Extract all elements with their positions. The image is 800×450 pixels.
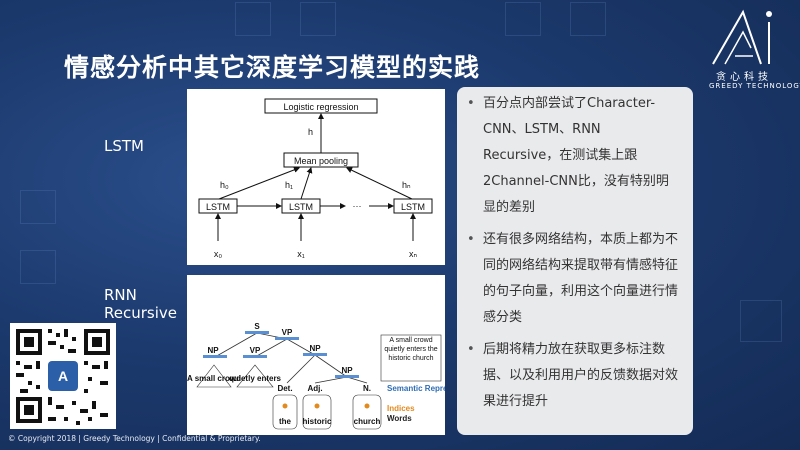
decor-square — [20, 190, 56, 224]
rnn-recursive-diagram: S VP NP VP NP NP A small crowd quietly e… — [187, 275, 445, 435]
leaf-box-church — [352, 394, 382, 430]
pos-adj: Adj. — [307, 384, 322, 393]
x1-label: x₁ — [297, 249, 305, 259]
node-vp-top: VP — [282, 328, 293, 337]
rnn-label-line2: Recursive — [104, 304, 177, 322]
leaf-word-historic: historic — [303, 417, 332, 426]
caption-text: A small crowd quietly enters the histori… — [384, 337, 438, 362]
lstm-diagram: Logistic regression h Mean pooling h₀ h₁… — [187, 89, 445, 265]
node-np-mid: NP — [309, 344, 321, 353]
leaf-box-historic — [302, 394, 332, 430]
lstm-cell-0-text: LSTM — [206, 202, 230, 212]
pos-det: Det. — [277, 384, 292, 393]
greedy-logo-icon — [712, 9, 772, 65]
svg-text:A: A — [58, 368, 68, 384]
leaf-word-the: the — [279, 417, 292, 426]
qr-code: A — [10, 323, 116, 429]
node-np-low: NP — [341, 366, 353, 375]
pos-n: N. — [363, 384, 371, 393]
h0-label: h₀ — [220, 180, 229, 190]
mean-pooling-text: Mean pooling — [294, 156, 348, 166]
node-np-left: NP — [207, 346, 219, 355]
legend-semantic: Semantic Representations — [387, 384, 445, 393]
caption-box — [380, 334, 442, 382]
decor-square — [740, 300, 782, 342]
xn-label: xₙ — [409, 249, 418, 259]
lstm-label: LSTM — [104, 137, 144, 155]
ellipsis-text: ··· — [353, 201, 362, 211]
bullet-item-3: 后期将精力放在获取更多标注数据、以及利用用户的反馈数据对效果进行提升 — [467, 337, 681, 415]
decor-square — [20, 250, 56, 284]
legend-indices: Indices — [387, 404, 415, 413]
rnn-label-line1: RNN — [104, 286, 137, 304]
node-vp: VP — [250, 346, 261, 355]
phrase-a-small-crowd: A small crowd — [187, 374, 241, 383]
h-label: h — [308, 127, 313, 137]
leaf-box-the — [272, 394, 298, 430]
hn-label: hₙ — [402, 180, 411, 190]
logistic-regression-text: Logistic regression — [283, 102, 358, 112]
decor-square — [505, 2, 541, 36]
brand-cn: 贪心科技 — [716, 72, 772, 83]
phrase-quietly-enters: quietly enters — [229, 374, 282, 383]
lstm-cell-1-text: LSTM — [289, 202, 313, 212]
decor-square — [300, 2, 336, 36]
node-s: S — [254, 322, 260, 331]
bullet-item-1: 百分点内部尝试了Character-CNN、LSTM、RNN Recursive… — [467, 91, 681, 221]
lstm-cell-n-text: LSTM — [401, 202, 425, 212]
decor-square — [570, 2, 606, 36]
bullet-panel: 百分点内部尝试了Character-CNN、LSTM、RNN Recursive… — [457, 87, 693, 435]
leaf-word-church: church — [354, 417, 381, 426]
legend-words: Words — [387, 414, 412, 423]
x0-label: x₀ — [214, 249, 223, 259]
mean-pooling-box — [283, 152, 359, 168]
h1-label: h₁ — [285, 180, 293, 190]
slide-title: 情感分析中其它深度学习模型的实践 — [64, 53, 481, 82]
qr-code-icon: A — [16, 329, 110, 425]
rnn-label: RNN Recursive — [104, 286, 177, 322]
brand-en: GREEDY TECHNOLOGY — [709, 82, 800, 90]
copyright-footer: © Copyright 2018 | Greedy Technology | C… — [8, 434, 261, 443]
decor-square — [235, 2, 271, 36]
bullet-item-2: 还有很多网络结构，本质上都为不同的网络结构来提取带有情感特征的句子向量，利用这个… — [467, 227, 681, 331]
